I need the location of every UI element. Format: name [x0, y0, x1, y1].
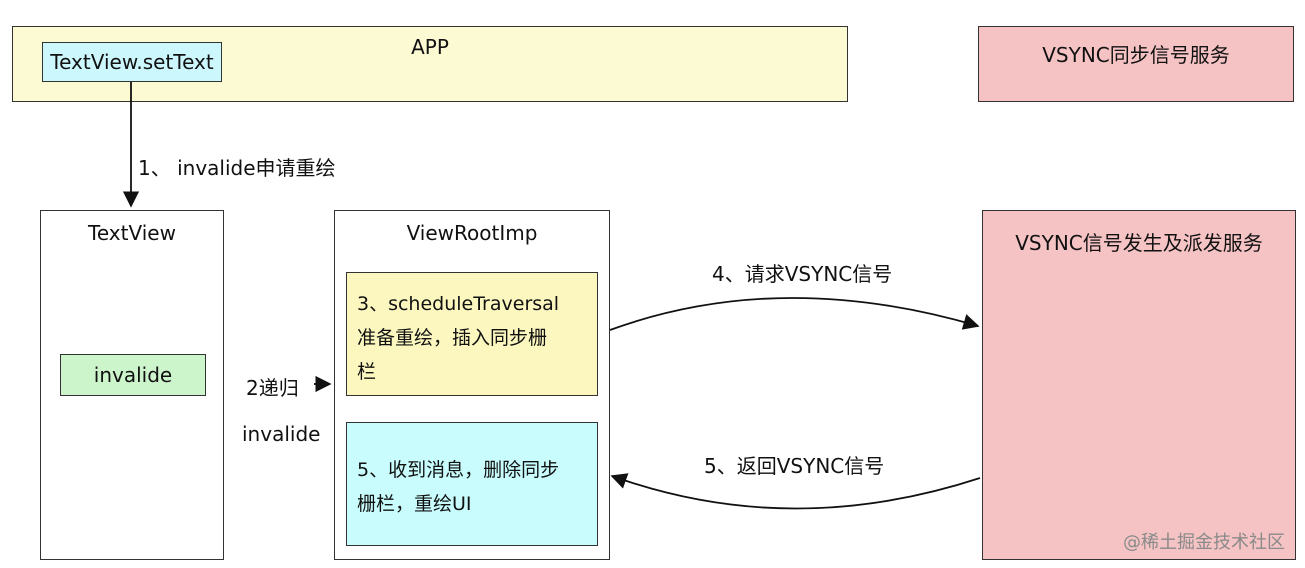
viewrootimp-label: ViewRootImp: [406, 221, 538, 245]
step5-text: 5、收到消息，删除同步 栅栏，重绘UI: [357, 453, 559, 521]
step4-label: 4、请求VSYNC信号: [712, 262, 893, 286]
step5-box: 5、收到消息，删除同步 栅栏，重绘UI: [346, 422, 598, 546]
step3-box: 3、scheduleTraversal 准备重绘，插入同步栅 栏: [346, 272, 598, 396]
step3-line-3: 栏: [357, 361, 377, 383]
arrow-step4: [609, 297, 980, 331]
watermark: @稀土掘金技术社区: [1123, 532, 1285, 553]
settext-label: TextView.setText: [50, 50, 214, 74]
step3-line-2: 准备重绘，插入同步栅: [357, 327, 548, 349]
settext-box: TextView.setText: [42, 42, 222, 82]
step1-label: 1、 invalide申请重绘: [138, 156, 336, 180]
arrow-step5: [610, 473, 981, 510]
step2-label-line2: invalide: [242, 422, 321, 446]
step5-line-1: 5、收到消息，删除同步: [357, 459, 560, 481]
invalide-box: invalide: [60, 354, 206, 396]
step3-text: 3、scheduleTraversal 准备重绘，插入同步栅 栏: [357, 287, 559, 389]
step5-label: 5、返回VSYNC信号: [704, 454, 885, 478]
invalide-label: invalide: [93, 363, 173, 387]
app-label: APP: [411, 35, 449, 59]
vsync-sync-service-label: VSYNC同步信号服务: [1042, 43, 1230, 67]
step5-line-2: 栅栏，重绘UI: [357, 493, 472, 515]
textview-label: TextView: [88, 221, 176, 245]
step2-label-line1: 2递归: [246, 376, 299, 400]
step3-line-1: 3、scheduleTraversal: [357, 293, 560, 315]
vsync-dispatch-service-box: VSYNC信号发生及派发服务: [982, 210, 1296, 560]
vsync-sync-service-box: VSYNC同步信号服务: [978, 26, 1294, 102]
vsync-dispatch-service-label: VSYNC信号发生及派发服务: [1015, 231, 1263, 255]
